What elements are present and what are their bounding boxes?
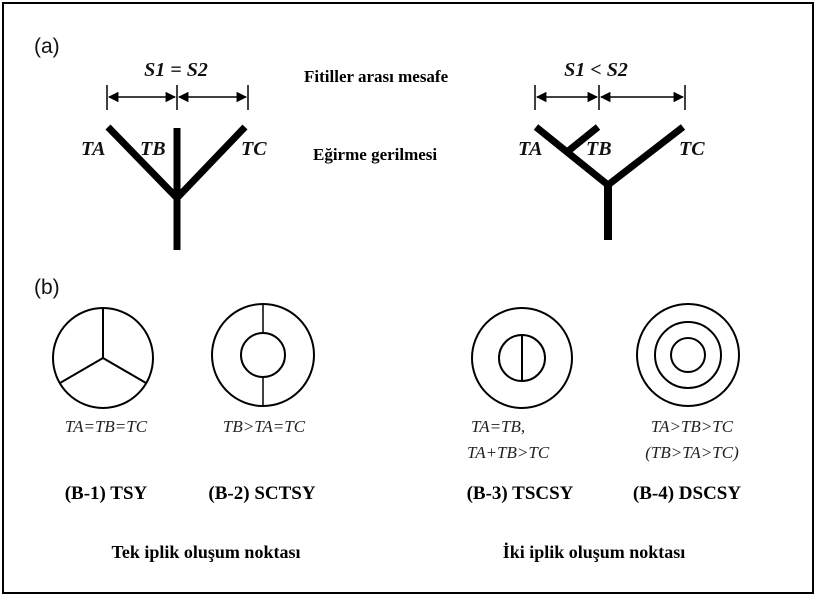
strand-spacing-label: Fitiller arası mesafe [304, 67, 449, 86]
strand-tc [605, 124, 686, 188]
panel-b-label: (b) [34, 276, 60, 299]
label-ta: TA [81, 138, 105, 160]
spacing-label-equal: S1 = S2 [144, 59, 208, 81]
cross-section-tsy [52, 307, 154, 409]
strand-ta [533, 124, 611, 188]
yarn-name-b2: (B-2) SCTSY [208, 483, 315, 504]
spinning-tension-label: Eğirme gerilmesi [313, 145, 437, 164]
diagram-unequal-spacing: S1 < S2 TA TB TC [518, 59, 705, 240]
label-ta: TA [518, 138, 542, 160]
cross-section-dscsy [636, 303, 740, 407]
condition-b1: TA=TB=TC [65, 417, 148, 436]
spacing-label-unequal: S1 < S2 [564, 59, 628, 81]
label-tb: TB [586, 138, 612, 160]
strand-tb [564, 124, 601, 155]
yarn-name-b3: (B-3) TSCSY [467, 483, 574, 504]
strand-tc [174, 124, 248, 201]
condition-b3-line2: TA+TB>TC [467, 443, 550, 462]
strand-ta [105, 124, 180, 201]
condition-b4-line2: (TB>TA>TC) [645, 443, 739, 462]
cross-section-tscsy [471, 307, 573, 409]
single-formation-point-label: Tek iplik oluşum noktası [112, 542, 301, 562]
label-tc: TC [241, 138, 267, 160]
label-tc: TC [679, 138, 705, 160]
condition-b4-line1: TA>TB>TC [651, 417, 734, 436]
label-tb: TB [140, 138, 166, 160]
condition-b2: TB>TA=TC [223, 417, 306, 436]
yarn-name-b1: (B-1) TSY [65, 483, 148, 504]
cross-section-sctsy [211, 303, 315, 407]
condition-b3-line1: TA=TB, [471, 417, 525, 436]
yarn-name-b4: (B-4) DSCSY [633, 483, 741, 504]
double-formation-point-label: İki iplik oluşum noktası [503, 542, 686, 562]
panel-a-label: (a) [34, 35, 60, 58]
diagram-equal-spacing: S1 = S2 TA TB TC [81, 59, 267, 250]
